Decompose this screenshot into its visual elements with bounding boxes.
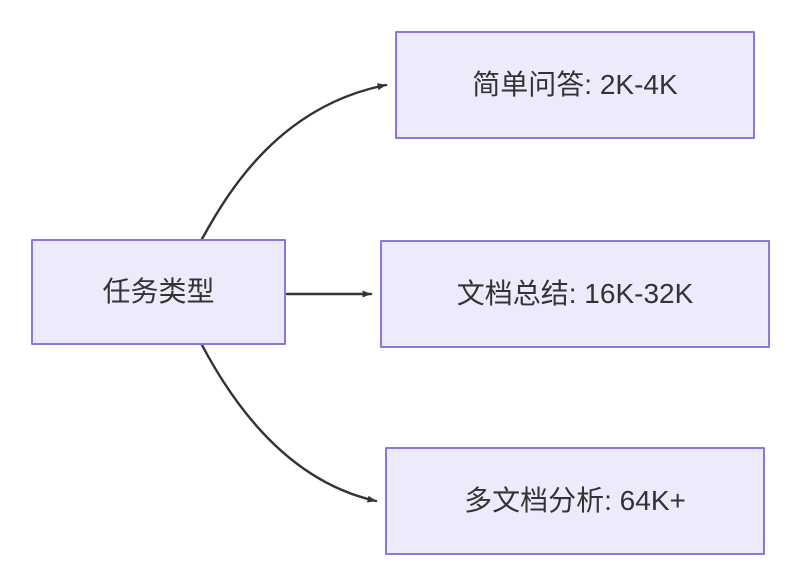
node-doc-summary-label: 文档总结: 16K-32K (456, 278, 694, 310)
node-task-type-label: 任务类型 (102, 276, 215, 308)
node-simple-qa[interactable]: 简单问答: 2K-4K (395, 31, 755, 139)
node-task-type[interactable]: 任务类型 (31, 239, 286, 345)
node-simple-qa-label: 简单问答: 2K-4K (472, 69, 678, 101)
edge-root-to-simple-qa (200, 83, 388, 241)
node-multi-doc-analysis-label: 多文档分析: 64K+ (464, 485, 686, 517)
node-doc-summary[interactable]: 文档总结: 16K-32K (380, 240, 770, 348)
edge-root-to-multi-doc (200, 343, 378, 503)
node-multi-doc-analysis[interactable]: 多文档分析: 64K+ (385, 447, 765, 555)
